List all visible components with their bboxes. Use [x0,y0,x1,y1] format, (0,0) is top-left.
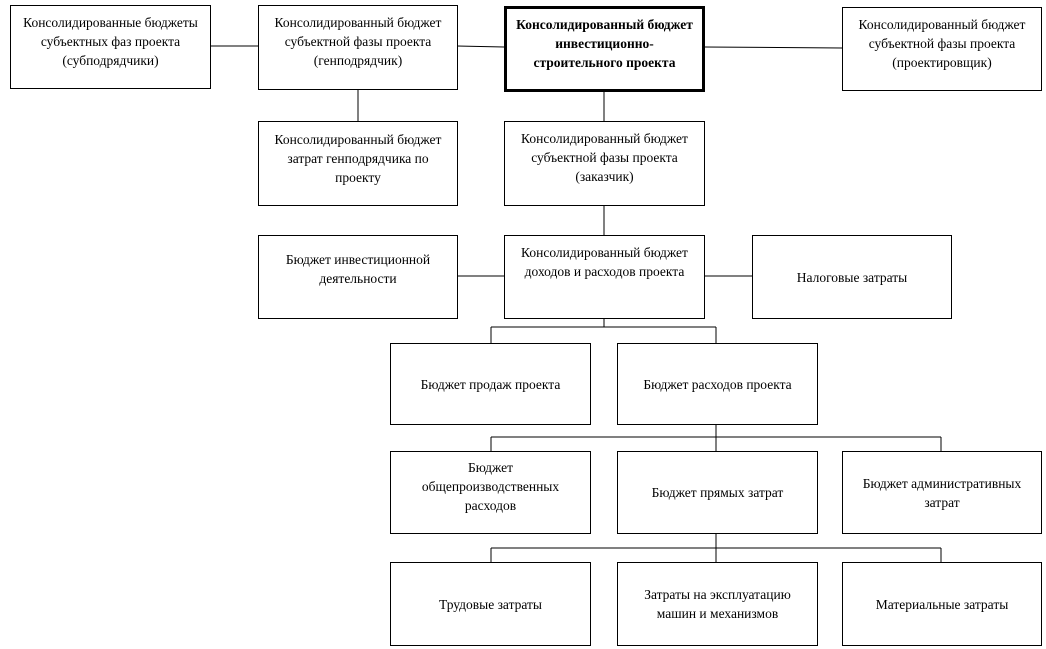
overhead-budget-box: Бюджет общепроизводственных расходов [390,451,591,534]
project-consolidated-budget-box: Консолидированный бюджет инвестиционно-с… [504,6,705,92]
direct-costs-budget-box: Бюджет прямых затрат [617,451,818,534]
sales-budget-box: Бюджет продаж проекта [390,343,591,425]
general-contractor-costs-box: Консолидированный бюджет затрат генподря… [258,121,458,206]
expenses-budget-box: Бюджет расходов проекта [617,343,818,425]
material-costs-box: Материальные затраты [842,562,1042,646]
investment-activity-budget-box: Бюджет инвестиционной деятельности [258,235,458,319]
machinery-costs-box: Затраты на эксплуатацию машин и механизм… [617,562,818,646]
administrative-costs-budget-box: Бюджет административных затрат [842,451,1042,534]
tax-costs-box: Налоговые затраты [752,235,952,319]
general-contractor-budget-box: Консолидированный бюджет субъектной фазы… [258,5,458,90]
labor-costs-box: Трудовые затраты [390,562,591,646]
subcontractors-budget-box: Консолидированные бюджеты субъектных фаз… [10,5,211,89]
customer-budget-box: Консолидированный бюджет субъектной фазы… [504,121,705,206]
income-expenses-budget-box: Консолидированный бюджет доходов и расхо… [504,235,705,319]
designer-budget-box: Консолидированный бюджет субъектной фазы… [842,7,1042,91]
